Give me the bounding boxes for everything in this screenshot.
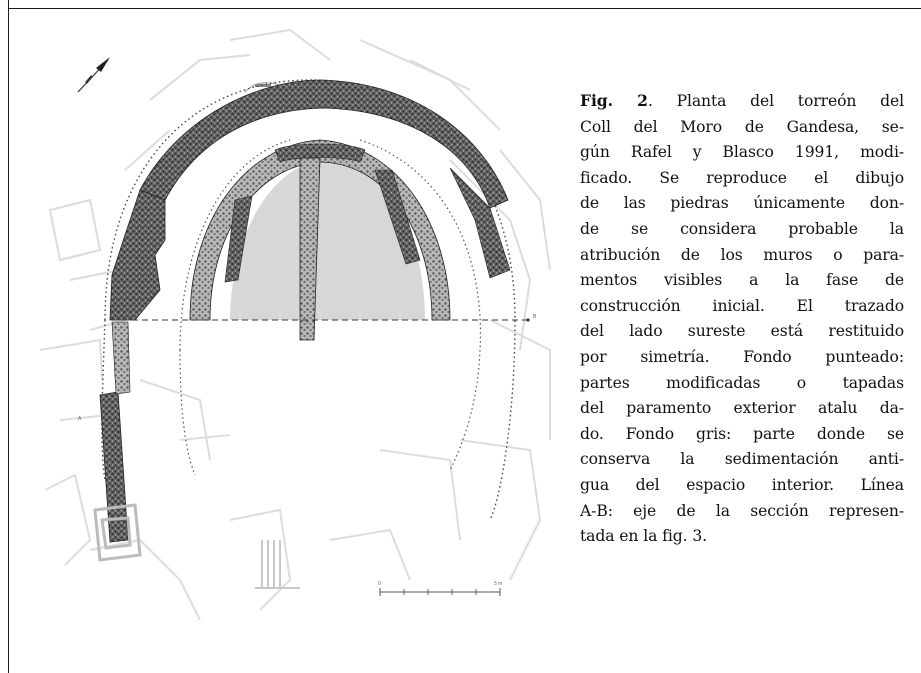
caption-line: atribución de los muros o para- (580, 245, 904, 264)
scale-start-label: 0 (378, 581, 381, 587)
caption-line: Fig. 2. Planta del torreón del (580, 91, 904, 110)
caption-line: ficado. Se reproduce el dibujo (580, 168, 904, 187)
bottom-steps (255, 540, 300, 589)
inner-arch-wall-crown (274, 143, 366, 163)
bottom-left-structure (93, 503, 142, 562)
frame-left-rule (8, 0, 9, 673)
figure-caption: Fig. 2. Planta del torreón del Coll del … (580, 88, 904, 550)
caption-line: gún Rafel y Blasco 1991, modi- (580, 143, 904, 162)
tower-plan-figure: A B 0 5 m (39, 28, 551, 620)
outer-dotted-outline-left (101, 319, 106, 481)
outer-stone-wall-right-leg (449, 167, 511, 279)
caption-line: por simetría. Fondo punteado: (580, 347, 904, 366)
caption-line: Coll del Moro de Gandesa, se- (580, 117, 904, 136)
caption-line: A-B: eje de la sección represen- (580, 501, 904, 520)
caption-line: conserva la sedimentación anti- (580, 450, 904, 469)
central-spine-wall (299, 157, 321, 341)
caption-line: partes modificadas o tapadas (580, 373, 904, 392)
scale-bar: 0 5 m (378, 581, 502, 596)
caption-line: del paramento exterior atalu da- (580, 399, 904, 418)
caption-line: mentos visibles a la fase de (580, 271, 904, 290)
label-a: A (78, 416, 82, 422)
scale-end-label: 5 m (494, 581, 502, 587)
frame-top-rule (8, 8, 921, 9)
caption-line: de las piedras únicamente don- (580, 194, 904, 213)
outer-dotted-outline (104, 79, 516, 521)
north-arrow-icon (77, 57, 110, 93)
interior-sediment-gray (230, 160, 425, 320)
inner-dotted-outline-left (179, 139, 291, 351)
label-b: B (533, 314, 537, 320)
background-site-lines (39, 28, 551, 620)
caption-line: del lado sureste está restituido (580, 322, 904, 341)
caption-line: de se considera probable la (580, 219, 904, 238)
caption-line: tada en la fig. 3. (580, 527, 708, 546)
left-stone-wall (109, 189, 166, 321)
inner-dotted-outline-left-lower (179, 349, 196, 476)
left-lower-stone-wall (99, 391, 129, 543)
left-lower-light-wall (111, 321, 131, 395)
left-inner-wall (224, 195, 253, 283)
outer-stone-wall (139, 79, 509, 209)
right-inner-wall (374, 169, 421, 265)
caption-line: gua del espacio interior. Línea (580, 475, 904, 494)
figure-label: Fig. 2 (580, 91, 648, 110)
caption-line: do. Fondo gris: parte donde se (580, 424, 904, 443)
caption-line: construcción inicial. El trazado (580, 296, 904, 315)
